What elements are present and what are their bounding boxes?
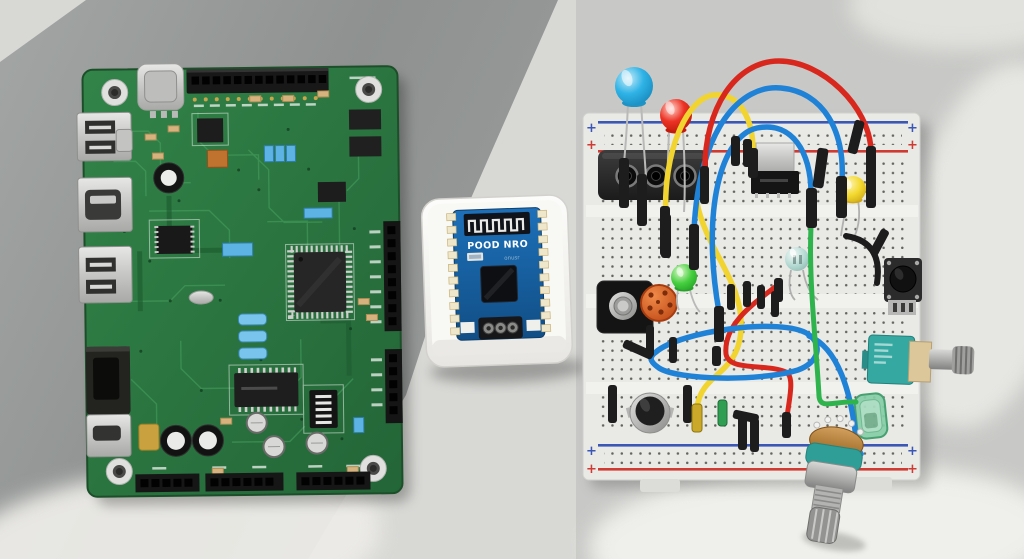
plus-bottom-left-red: + (586, 462, 597, 477)
meander-antenna-icon (467, 217, 525, 233)
small-chips (154, 109, 382, 255)
module-badge-inner (469, 254, 482, 259)
hdmi-port (77, 176, 133, 233)
tactile-push-button (884, 258, 922, 315)
blue-jumper-loop (648, 323, 820, 381)
large-potentiometer (802, 415, 866, 552)
plus-top-right-blue: + (907, 121, 918, 136)
wifi-module: POOD NRO onusr (420, 194, 587, 383)
header-pins-and-plugs (608, 119, 889, 452)
bottom-connector (460, 316, 541, 340)
blue-dev-board: POOD NRO onusr (446, 207, 552, 341)
plus-top-right-red: + (907, 138, 918, 153)
bottom-pin-headers (135, 471, 371, 493)
red-jumper-mid (723, 281, 794, 420)
usb-a-port (78, 245, 133, 304)
dual-usb-a-port (76, 111, 133, 162)
rail-plus-marks: + + + + + + + + (586, 121, 918, 477)
mounting-holes (101, 75, 387, 486)
blue-jumper-arc-2 (709, 124, 814, 315)
plus-top-left-red: + (586, 138, 597, 153)
green-jumper-long (808, 207, 859, 407)
yellow-plug (691, 403, 703, 433)
green-relay (853, 392, 889, 440)
orange-buzzer (640, 284, 678, 322)
usb-c-port (136, 63, 185, 119)
edge-pads (446, 209, 552, 336)
micro-usb-port (86, 413, 132, 458)
triple-socket-module (598, 150, 708, 200)
passive-components (138, 90, 378, 475)
dip-switch (309, 389, 338, 429)
right-pin-headers (383, 221, 403, 424)
round-push-button (625, 392, 675, 434)
wide-soic16 (234, 367, 299, 413)
green-led (671, 264, 701, 313)
case-lip (432, 335, 567, 357)
side-potentiometer (861, 334, 975, 385)
silkscreen-marks (152, 76, 383, 470)
green-plug (717, 399, 728, 427)
silkscreen-outlines (148, 112, 355, 434)
esp-chip (480, 264, 519, 303)
module-subtext: onusr (504, 255, 520, 262)
module-label: POOD NRO (467, 239, 528, 252)
crystal-oscillator (188, 290, 214, 305)
plus-bottom-right-red: + (907, 462, 918, 477)
yellow-jumper-arc (662, 92, 756, 223)
black-power-jack (85, 346, 131, 415)
antenna-block (463, 211, 531, 237)
breadboard-foot-right (852, 477, 892, 490)
aqua-led (785, 247, 819, 301)
top-pin-header (186, 67, 329, 102)
plus-bottom-left-blue: + (586, 444, 597, 459)
plus-top-left-blue: + (586, 121, 597, 136)
dip8-ic-with-heatsink (751, 142, 799, 198)
breadboard-foot-left (640, 479, 680, 492)
channel-3 (586, 382, 918, 394)
blue-led (615, 67, 653, 179)
red-jumper-arc (702, 58, 874, 175)
joystick-module (596, 280, 654, 334)
main-qfp-processor (287, 245, 353, 319)
electrolytic-capacitors (153, 162, 329, 459)
sbc-board (76, 63, 411, 506)
plus-bottom-right-blue: + (907, 444, 918, 459)
